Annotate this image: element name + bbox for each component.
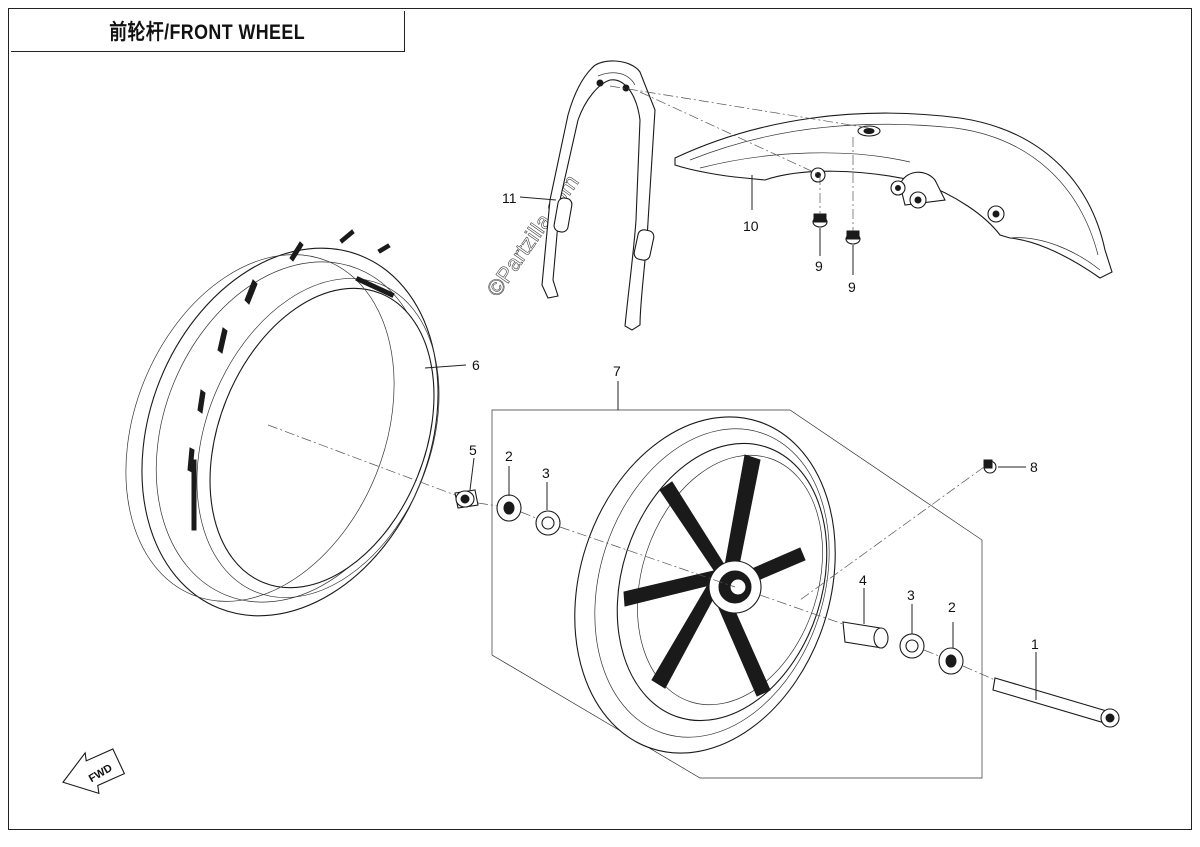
front-fender[interactable]	[674, 112, 1113, 279]
callout-10: 10	[743, 218, 759, 234]
oil-seal-right[interactable]	[899, 633, 925, 659]
leader-lines	[424, 175, 1037, 700]
front-wheel-rim[interactable]	[491, 383, 983, 787]
watermark: ©Partzilla.com	[482, 170, 584, 301]
callout-9-left: 9	[815, 258, 823, 274]
assembly-centerlines	[267, 85, 996, 681]
forward-direction-arrow: FWD	[62, 748, 126, 795]
callout-3-left: 3	[542, 465, 550, 481]
fender-bolt-right[interactable]	[845, 230, 861, 245]
drawing-frame	[8, 8, 1192, 830]
valve-stem[interactable]	[983, 459, 997, 474]
callout-2-right: 2	[948, 599, 956, 615]
callout-5: 5	[469, 442, 477, 458]
oil-seal-left[interactable]	[535, 510, 561, 536]
bearing-sleeve[interactable]	[454, 489, 479, 509]
fender-bracket[interactable]	[541, 60, 656, 331]
callout-1: 1	[1031, 636, 1039, 652]
front-tire[interactable]	[77, 203, 491, 660]
callout-3-right: 3	[907, 587, 915, 603]
title-box: 前轮杆/FRONT WHEEL	[11, 11, 405, 52]
callout-7: 7	[613, 363, 621, 379]
callout-8: 8	[1030, 459, 1038, 475]
callout-9-right: 9	[848, 279, 856, 295]
callout-6: 6	[472, 357, 480, 373]
fender-bolt-left[interactable]	[812, 213, 828, 228]
bearing-left[interactable]	[496, 494, 522, 522]
page-title: 前轮杆/FRONT WHEEL	[109, 21, 306, 44]
callout-4: 4	[859, 572, 867, 588]
front-axle[interactable]	[992, 677, 1120, 728]
callout-11: 11	[502, 190, 517, 206]
spacer-collar[interactable]	[842, 621, 889, 649]
callout-2-left: 2	[505, 448, 513, 464]
bearing-right[interactable]	[938, 647, 964, 675]
